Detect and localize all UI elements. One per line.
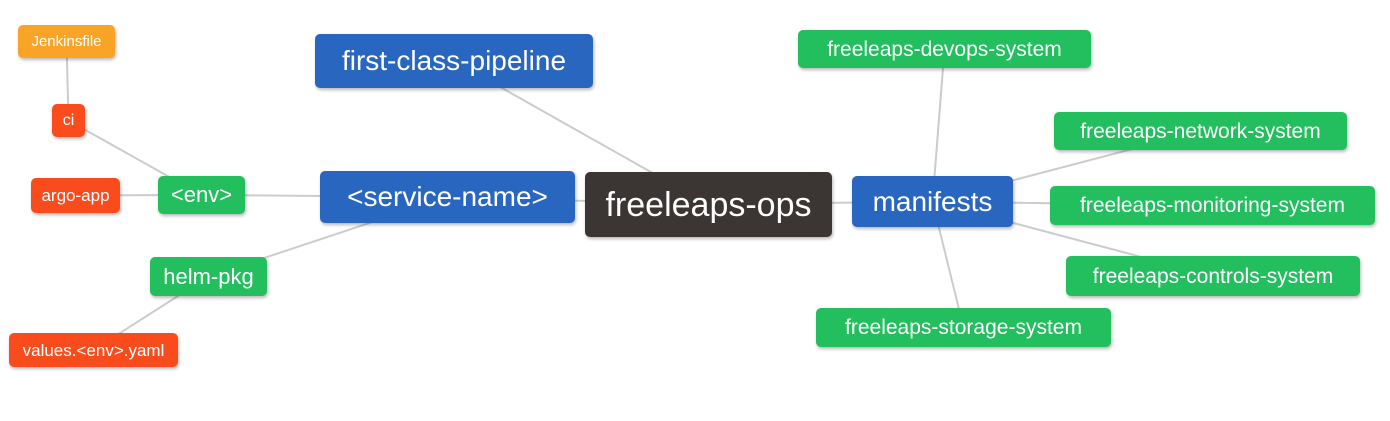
- node-values-env-yaml[interactable]: values.<env>.yaml: [9, 333, 178, 367]
- node-freeleaps-devops-system[interactable]: freeleaps-devops-system: [798, 30, 1091, 68]
- node-helm-pkg-label: helm-pkg: [163, 263, 254, 289]
- node-jenkinsfile[interactable]: Jenkinsfile: [18, 25, 115, 58]
- node-manifests[interactable]: manifests: [852, 176, 1013, 227]
- node-jenkinsfile-label: Jenkinsfile: [31, 33, 102, 50]
- node-helm-pkg[interactable]: helm-pkg: [150, 257, 267, 296]
- node-values-env-yaml-label: values.<env>.yaml: [22, 340, 165, 360]
- node-freeleaps-network-system-label: freeleaps-network-system: [1080, 119, 1321, 143]
- node-env-label: <env>: [170, 182, 233, 207]
- node-env[interactable]: <env>: [158, 176, 245, 214]
- node-freeleaps-ops[interactable]: freeleaps-ops: [585, 172, 832, 237]
- node-freeleaps-storage-system[interactable]: freeleaps-storage-system: [816, 308, 1111, 347]
- node-ci[interactable]: ci: [52, 104, 85, 137]
- node-freeleaps-devops-system-label: freeleaps-devops-system: [827, 37, 1062, 61]
- node-freeleaps-controls-system-label: freeleaps-controls-system: [1092, 264, 1334, 288]
- node-ci-label: ci: [62, 111, 75, 129]
- node-first-class-pipeline-label: first-class-pipeline: [341, 45, 567, 76]
- node-first-class-pipeline[interactable]: first-class-pipeline: [315, 34, 593, 88]
- node-freeleaps-controls-system[interactable]: freeleaps-controls-system: [1066, 256, 1360, 296]
- node-freeleaps-storage-system-label: freeleaps-storage-system: [845, 316, 1082, 339]
- node-manifests-label: manifests: [872, 185, 993, 217]
- node-argo-app-label: argo-app: [41, 186, 110, 205]
- node-argo-app[interactable]: argo-app: [31, 178, 120, 213]
- node-service-name[interactable]: <service-name>: [320, 171, 575, 223]
- node-service-name-label: <service-name>: [347, 181, 548, 212]
- node-freeleaps-monitoring-system-label: freeleaps-monitoring-system: [1080, 194, 1345, 217]
- node-freeleaps-monitoring-system[interactable]: freeleaps-monitoring-system: [1050, 186, 1375, 225]
- node-freeleaps-network-system[interactable]: freeleaps-network-system: [1054, 112, 1347, 150]
- node-freeleaps-ops-label: freeleaps-ops: [605, 185, 812, 224]
